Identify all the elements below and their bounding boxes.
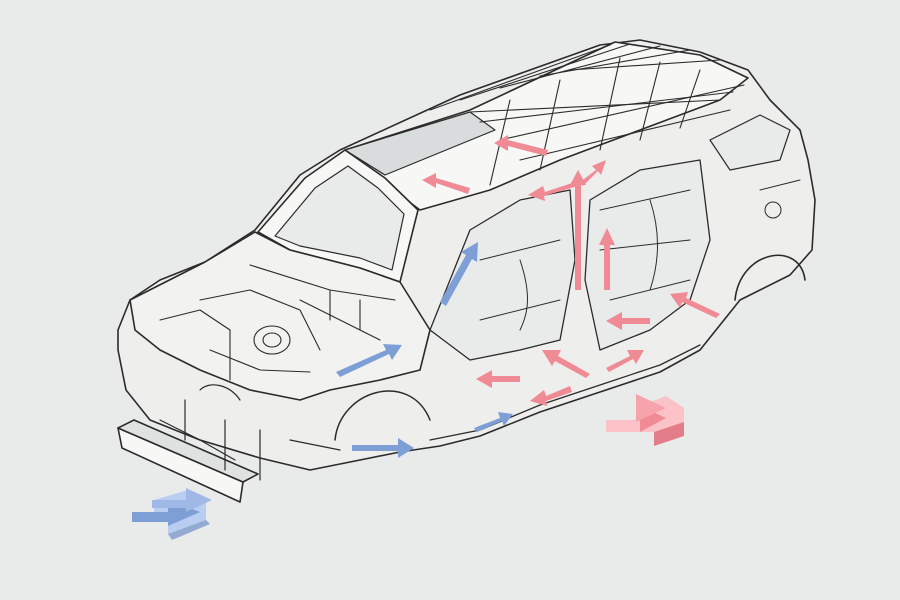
front-impact-load-paths bbox=[132, 242, 513, 540]
side-load-arrow-roof-1 bbox=[494, 135, 548, 156]
roof-rails bbox=[429, 43, 745, 186]
side-load-arrow-bpillar-up bbox=[570, 170, 586, 290]
side-load-arrow-front-door-3 bbox=[530, 386, 572, 406]
front-load-arrow-lower-rail bbox=[352, 438, 414, 458]
front-load-arrow-engine-rail bbox=[336, 344, 402, 377]
side-load-arrow-rear-door-2 bbox=[670, 292, 720, 318]
side-load-arrow-rear-door-1 bbox=[606, 312, 650, 330]
side-load-arrow-front-door-2 bbox=[476, 370, 520, 388]
front-load-arrow-sill bbox=[474, 412, 513, 432]
front-rails bbox=[159, 384, 341, 481]
car-body-frame bbox=[117, 39, 816, 503]
side-load-arrow-bpillar-left bbox=[528, 182, 578, 201]
side-sill bbox=[429, 344, 701, 441]
front-bumper-top bbox=[117, 419, 259, 483]
front-load-arrow-apillar bbox=[440, 242, 478, 306]
side-load-arrow-roof-2 bbox=[422, 173, 470, 194]
engine-bay-details bbox=[159, 264, 396, 381]
side-impact-load-paths bbox=[422, 135, 720, 446]
side-impact-icon bbox=[606, 394, 684, 446]
windshield-opening bbox=[274, 165, 405, 271]
side-load-arrow-front-door-1 bbox=[542, 350, 590, 378]
front-engine-bay bbox=[129, 231, 431, 401]
front-impact-icon bbox=[132, 488, 212, 540]
side-load-arrow-bpillar-right bbox=[580, 160, 606, 186]
side-load-arrow-rear-door-3 bbox=[606, 350, 644, 372]
rear-quarter-window bbox=[709, 114, 791, 171]
rear-wheel-arch bbox=[734, 254, 806, 301]
interior-structure bbox=[479, 179, 801, 331]
front-wheel-arch bbox=[334, 390, 431, 441]
side-load-arrow-cpillar-up bbox=[599, 228, 615, 290]
roof-front-band bbox=[344, 111, 496, 176]
